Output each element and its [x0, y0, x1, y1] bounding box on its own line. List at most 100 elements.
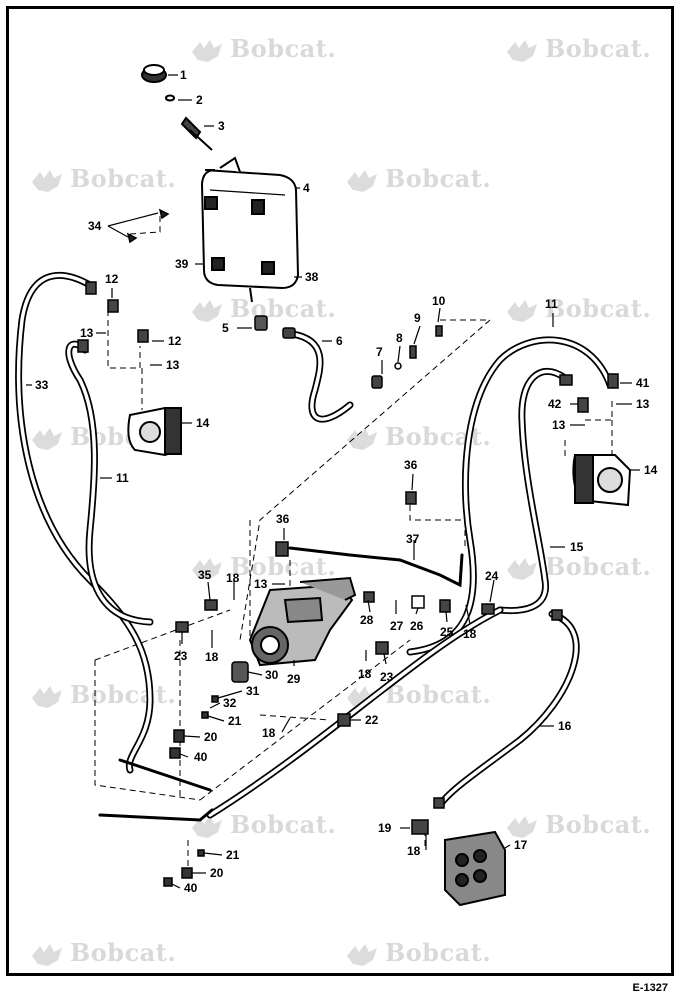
watermark: Bobcat. [30, 938, 176, 968]
filler-cap [141, 64, 213, 151]
callout-label: 21 [226, 848, 240, 862]
callout-label: 20 [210, 866, 224, 880]
hose-11-right-inner [408, 338, 612, 654]
hydraulic-motor-left [127, 406, 182, 457]
callout-label: 30 [265, 668, 279, 682]
tube-lower [98, 808, 214, 822]
callout-label: 40 [184, 881, 198, 895]
bobcat-logo-icon [190, 298, 224, 324]
watermark: Bobcat. [30, 680, 176, 710]
bobcat-logo-icon [505, 814, 539, 840]
hose-16 [436, 610, 580, 809]
callout-label: 21 [228, 714, 242, 728]
callout-label: 19 [378, 821, 392, 835]
callout-label: 17 [514, 838, 528, 852]
fittings [77, 208, 619, 887]
callout-label: 3 [218, 119, 225, 133]
callout-label: 23 [174, 649, 188, 663]
callout-label: 14 [644, 463, 658, 477]
watermark: Bobcat. [345, 680, 491, 710]
bobcat-logo-icon [190, 38, 224, 64]
callout-label: 37 [406, 532, 420, 546]
callout-label: 35 [198, 568, 212, 582]
watermark: Bobcat. [505, 294, 651, 324]
callout-label: 36 [276, 512, 290, 526]
bobcat-logo-icon [30, 942, 64, 968]
callout-label: 28 [360, 613, 374, 627]
leader-lines [26, 74, 640, 889]
callout-label: 13 [552, 418, 566, 432]
callout-label: 34 [88, 219, 102, 233]
bobcat-logo-icon [345, 426, 379, 452]
callout-label: 18 [463, 627, 477, 641]
callout-label: 18 [205, 650, 219, 664]
control-valve [444, 830, 506, 907]
callout-label: 26 [410, 619, 424, 633]
callout-label: 38 [305, 270, 319, 284]
callout-label: 13 [636, 397, 650, 411]
callout-label: 39 [175, 257, 189, 271]
bobcat-logo-icon [345, 168, 379, 194]
callout-label: 29 [287, 672, 301, 686]
hose-11-left-inner [67, 342, 152, 624]
bobcat-logo-icon [30, 426, 64, 452]
callout-label: 41 [636, 376, 650, 390]
bobcat-logo-icon [30, 168, 64, 194]
watermark: Bobcat. [190, 34, 336, 64]
callout-label: 13 [80, 326, 94, 340]
bobcat-logo-icon [505, 298, 539, 324]
callout-label: 18 [407, 844, 421, 858]
callout-label: 24 [485, 569, 499, 583]
bobcat-logo-icon [505, 38, 539, 64]
callout-label: 4 [303, 181, 310, 195]
callout-label: 13 [254, 577, 268, 591]
hose-6-inner [290, 332, 352, 421]
watermark: Bobcat. [505, 552, 651, 582]
watermark: Bobcat. [345, 422, 491, 452]
callout-label: 42 [548, 397, 562, 411]
callout-label: 10 [432, 294, 446, 308]
callout-label: 18 [262, 726, 276, 740]
callout-label: 36 [404, 458, 418, 472]
callout-label: 12 [168, 334, 182, 348]
tube-mid [118, 758, 212, 792]
bobcat-logo-icon [345, 942, 379, 968]
callout-label: 2 [196, 93, 203, 107]
watermark: Bobcat. [345, 164, 491, 194]
tube-37 [288, 546, 464, 588]
reservoir-tank [200, 156, 300, 303]
callout-label: 8 [396, 331, 403, 345]
callout-label: 5 [222, 321, 229, 335]
callout-label: 32 [223, 696, 237, 710]
figure-id: E-1327 [632, 982, 668, 994]
callout-label: 14 [196, 416, 210, 430]
callout-label: 18 [358, 667, 372, 681]
bobcat-logo-icon [30, 684, 64, 710]
hose-33-inner [16, 273, 152, 772]
callout-label: 6 [336, 334, 343, 348]
hydraulic-motor-right [572, 454, 632, 507]
callout-label: 18 [226, 571, 240, 585]
callout-label: 31 [246, 684, 260, 698]
callout-label: 1 [180, 68, 187, 82]
bobcat-logo-icon [190, 556, 224, 582]
diagram-frame [6, 6, 674, 976]
callout-label: 27 [390, 619, 404, 633]
callout-label: 11 [116, 471, 129, 485]
callout-label: 9 [414, 311, 421, 325]
bobcat-logo-icon [505, 556, 539, 582]
hoses [15, 271, 614, 822]
callout-label: 23 [380, 670, 394, 684]
callout-label: 11 [545, 297, 558, 311]
watermark: Bobcat. [345, 938, 491, 968]
watermark: Bobcat. [190, 294, 336, 324]
hose-15-inner [498, 369, 567, 613]
watermark: Bobcat. [505, 34, 651, 64]
dashed-guides [94, 214, 613, 880]
watermark: Bobcat. [505, 810, 651, 840]
watermark: Bobcat. [190, 552, 336, 582]
callout-label: 40 [194, 750, 208, 764]
callout-label: 12 [105, 272, 119, 286]
